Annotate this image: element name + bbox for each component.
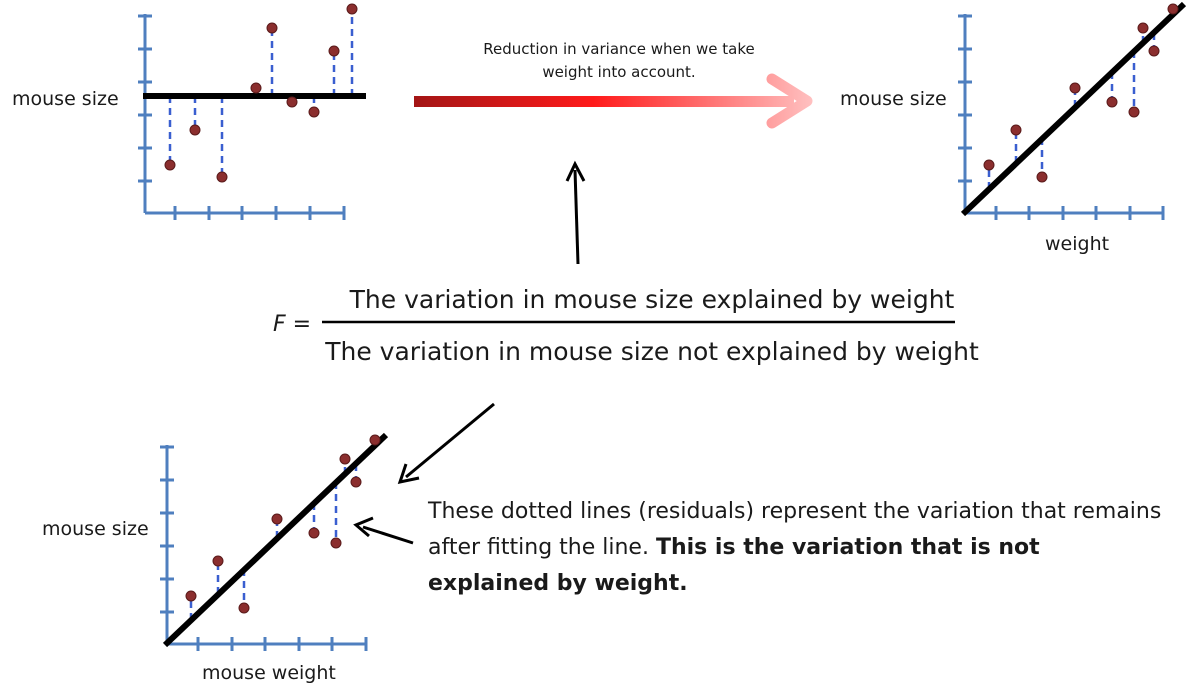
plot-mean-fit-axes bbox=[138, 14, 346, 220]
data-point bbox=[1128, 106, 1140, 118]
regression-line bbox=[162, 432, 389, 648]
arrow-shaft bbox=[414, 96, 794, 107]
plot-mean-fit bbox=[138, 3, 366, 220]
data-point bbox=[266, 22, 278, 34]
plot-weight-fit-bottom bbox=[160, 432, 389, 651]
plot-weight-fit-bottom-x-label: mouse weight bbox=[202, 662, 336, 684]
data-point bbox=[189, 124, 201, 136]
plot-weight-fit-bottom-points bbox=[185, 434, 381, 614]
arrow-to-reduction-note bbox=[565, 160, 586, 265]
residual-note: These dotted lines (residuals) represent… bbox=[428, 494, 1168, 602]
data-point bbox=[983, 159, 995, 171]
plot-weight-fit-bottom-axes bbox=[160, 445, 368, 651]
data-point bbox=[286, 96, 298, 108]
plot-weight-fit-top-x-label: weight bbox=[1045, 233, 1110, 255]
reduction-arrow bbox=[414, 73, 813, 129]
formula-denominator: The variation in mouse size not explaine… bbox=[325, 337, 979, 366]
data-point bbox=[350, 476, 362, 488]
data-point bbox=[216, 171, 228, 183]
formula-lhs: F = bbox=[273, 312, 311, 337]
data-point bbox=[271, 513, 283, 525]
arrow-head bbox=[565, 160, 586, 182]
data-point bbox=[328, 45, 340, 57]
data-point bbox=[339, 453, 351, 465]
data-point bbox=[250, 82, 262, 94]
arrow-shaft bbox=[573, 169, 580, 265]
plot-weight-fit-bottom-y-label: mouse size bbox=[42, 518, 149, 540]
reduction-note: Reduction in variance when we take weigh… bbox=[483, 40, 755, 81]
arrow-head bbox=[397, 463, 420, 485]
data-point bbox=[164, 159, 176, 171]
arrow-to-residuals bbox=[353, 516, 414, 545]
data-point bbox=[212, 555, 224, 567]
regression-line bbox=[960, 1, 1187, 217]
data-point bbox=[308, 527, 320, 539]
formula-equals: = bbox=[292, 312, 312, 337]
data-point bbox=[1036, 171, 1048, 183]
plot-mean-fit-points bbox=[164, 3, 358, 183]
data-point bbox=[1010, 124, 1022, 136]
data-point bbox=[1167, 3, 1179, 15]
arrow-to-regression-line bbox=[397, 402, 495, 485]
data-point bbox=[308, 106, 320, 118]
data-point bbox=[1148, 45, 1160, 57]
arrow-head bbox=[353, 516, 374, 538]
plot-weight-fit-top-y-label: mouse size bbox=[840, 88, 947, 110]
arrow-head bbox=[766, 73, 813, 129]
data-point bbox=[369, 434, 381, 446]
arrow-shaft bbox=[405, 402, 495, 479]
residual-note-text: These dotted lines (residuals) represent… bbox=[428, 499, 1162, 560]
plot-weight-fit-top bbox=[958, 1, 1187, 220]
data-point bbox=[185, 590, 197, 602]
pointer-arrows bbox=[353, 160, 586, 545]
data-point bbox=[1137, 22, 1149, 34]
data-point bbox=[1069, 82, 1081, 94]
arrow-shaft bbox=[362, 525, 414, 545]
plot-mean-fit-y-label: mouse size bbox=[12, 88, 119, 110]
formula-numerator: The variation in mouse size explained by… bbox=[349, 285, 955, 314]
formula-symbol: F bbox=[273, 312, 286, 337]
data-point bbox=[346, 3, 358, 15]
residual-note-emphasis: This is the variation that is not explai… bbox=[428, 535, 1040, 596]
data-point bbox=[238, 602, 250, 614]
plot-weight-fit-top-axes bbox=[958, 14, 1165, 220]
data-point bbox=[330, 537, 342, 549]
plot-weight-fit-top-points bbox=[983, 3, 1179, 183]
data-point bbox=[1106, 96, 1118, 108]
